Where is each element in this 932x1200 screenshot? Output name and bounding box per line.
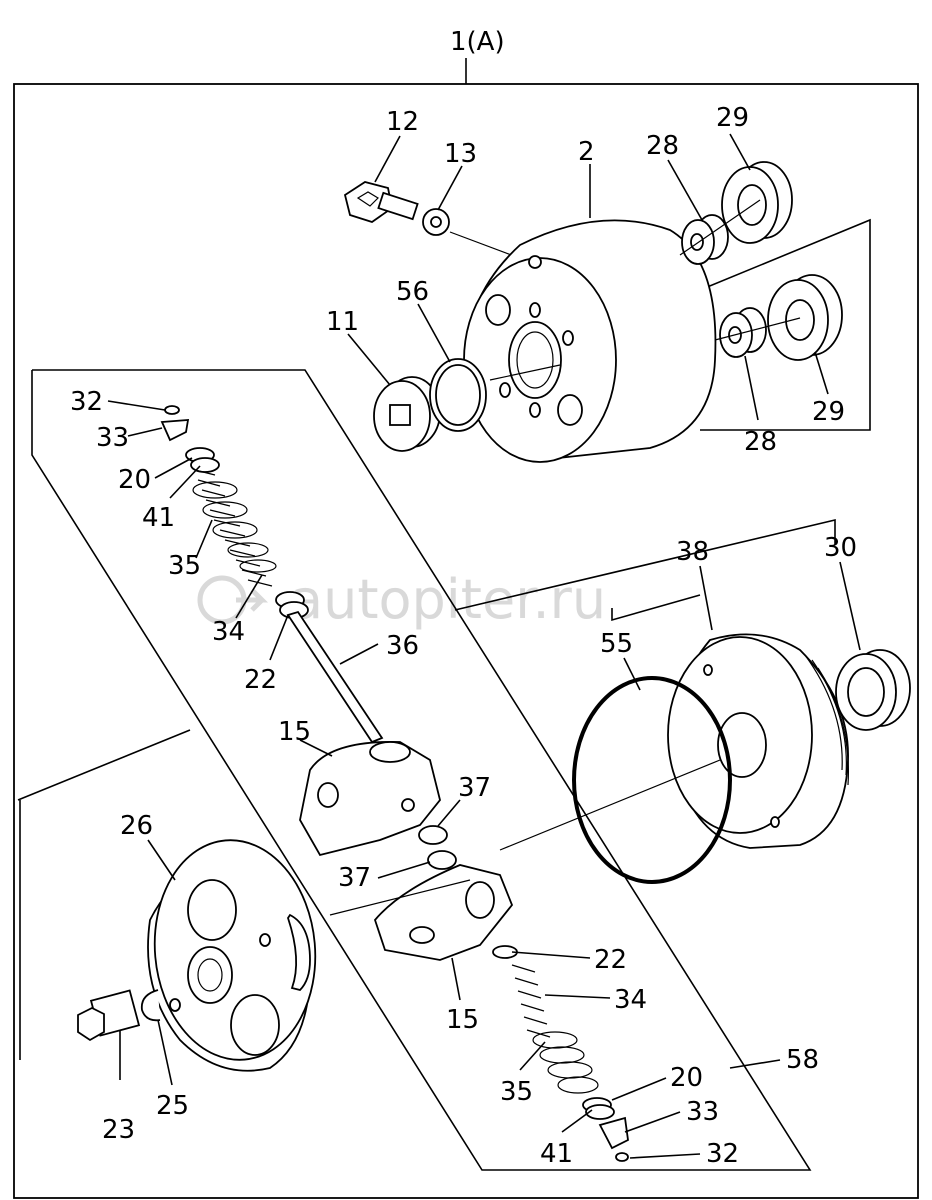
callout-32-top: 32 xyxy=(70,387,103,417)
block-axis xyxy=(329,879,471,916)
housing-2 xyxy=(463,219,717,463)
cover-38 xyxy=(667,633,850,849)
callout-28-top: 28 xyxy=(646,131,679,161)
callout-32-bottom: 32 xyxy=(706,1139,739,1169)
callout-26: 26 xyxy=(120,811,153,841)
block-15-lower xyxy=(373,864,514,961)
o-ring-55 xyxy=(572,676,732,884)
fitting-28-top xyxy=(681,214,729,265)
sub-assembly-58-frame xyxy=(31,369,812,1171)
housing-axis xyxy=(489,364,561,381)
callout-37-bottom: 37 xyxy=(338,863,371,893)
callout-35-top: 35 xyxy=(168,551,201,581)
callout-38: 38 xyxy=(676,537,709,567)
bolt-12 xyxy=(343,181,419,223)
assembly-title: 1(A) xyxy=(450,27,505,57)
callout-29-bottom: 29 xyxy=(812,397,845,427)
bracket-55 xyxy=(611,594,701,622)
watermark: autopiter.ru xyxy=(197,568,606,631)
plate-26 xyxy=(147,839,317,1072)
callout-11: 11 xyxy=(326,307,359,337)
callout-33-bottom: 33 xyxy=(686,1097,719,1127)
callout-13: 13 xyxy=(444,139,477,169)
callout-15-bottom: 15 xyxy=(446,1005,479,1035)
callout-12: 12 xyxy=(386,107,419,137)
seal-30 xyxy=(835,649,911,731)
nut-23 xyxy=(77,989,141,1042)
bracket-28-29 xyxy=(699,218,871,431)
bracket-30-38-top xyxy=(454,518,836,611)
axis-28-29-bottom xyxy=(714,317,801,341)
callout-41-top: 41 xyxy=(142,503,175,533)
callout-35-bottom: 35 xyxy=(500,1077,533,1107)
callout-23: 23 xyxy=(102,1115,135,1145)
callout-36: 36 xyxy=(386,631,419,661)
washer-13 xyxy=(422,208,450,236)
callout-30: 30 xyxy=(824,533,857,563)
clip-25 xyxy=(140,989,161,1022)
seat-29-bottom xyxy=(767,274,843,361)
callout-34-top: 34 xyxy=(212,617,245,647)
callout-22-bottom: 22 xyxy=(594,945,627,975)
assembly-frame xyxy=(13,83,919,1199)
callout-34-bottom: 34 xyxy=(614,985,647,1015)
cover-axis xyxy=(499,759,721,851)
o-ring-56 xyxy=(429,358,487,432)
callout-2: 2 xyxy=(578,137,595,167)
callout-22-top: 22 xyxy=(244,665,277,695)
callout-25: 25 xyxy=(156,1091,189,1121)
ring-37-pair xyxy=(418,825,457,870)
callouts: 12 13 2 28 29 56 11 29 28 32 33 20 41 35… xyxy=(70,103,857,1169)
seat-29-top xyxy=(721,161,793,244)
left-group-line-a xyxy=(17,729,191,801)
callout-37-top: 37 xyxy=(458,773,491,803)
axis-28-29-top xyxy=(679,199,761,256)
callout-20-bottom: 20 xyxy=(670,1063,703,1093)
callout-58: 58 xyxy=(786,1045,819,1075)
callout-33-top: 33 xyxy=(96,423,129,453)
block-15-upper xyxy=(299,741,441,857)
watermark-text: autopiter.ru xyxy=(290,568,606,631)
callout-56: 56 xyxy=(396,277,429,307)
upper-valve-stack xyxy=(160,405,309,619)
callout-55: 55 xyxy=(600,629,633,659)
leader-lines xyxy=(107,133,861,1159)
callout-29-top: 29 xyxy=(716,103,749,133)
lower-valve-stack xyxy=(492,945,629,1162)
plug-11 xyxy=(373,376,441,452)
rod-36 xyxy=(286,610,384,744)
callout-15-top: 15 xyxy=(278,717,311,747)
callout-41-bottom: 41 xyxy=(540,1139,573,1169)
callout-28-bottom: 28 xyxy=(744,427,777,457)
callout-20-top: 20 xyxy=(118,465,151,495)
